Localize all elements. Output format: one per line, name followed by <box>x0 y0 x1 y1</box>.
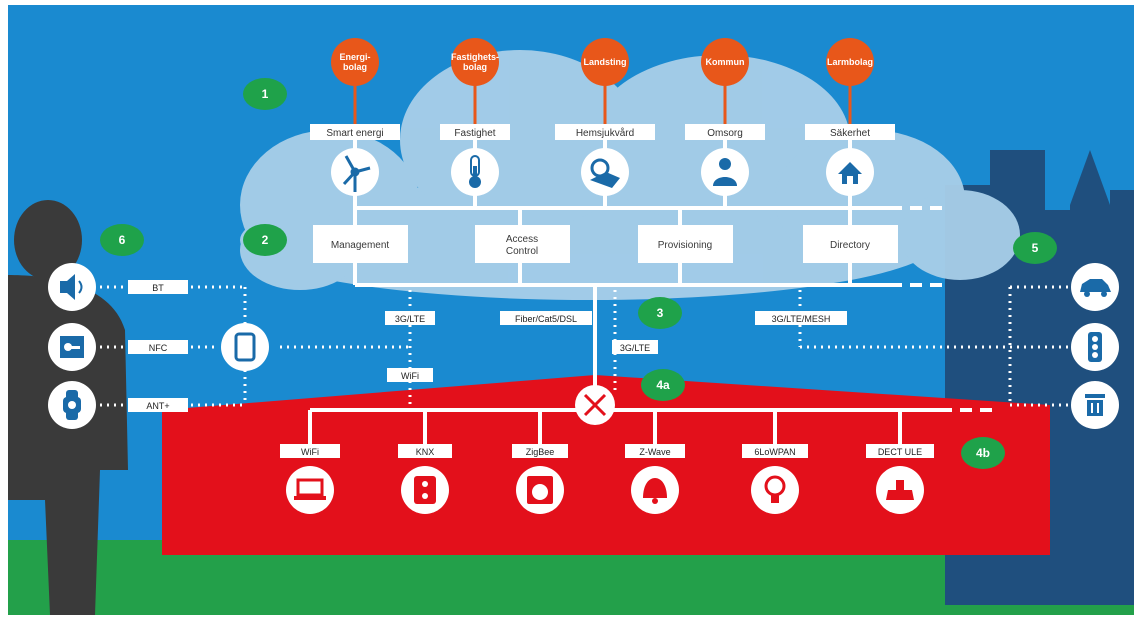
badge-4a-label: 4a <box>656 378 670 392</box>
badge-3 <box>638 297 682 329</box>
proto-dect-ule: DECT ULE <box>878 447 922 457</box>
proto-knx: KNX <box>416 447 435 457</box>
conn-label-nfc: NFC <box>149 343 168 353</box>
house-area <box>162 375 1050 555</box>
org-label: Energi- <box>339 52 370 62</box>
conn-label-bt: BT <box>152 283 164 293</box>
badge-6-label: 6 <box>119 233 126 247</box>
org-label: Kommun <box>706 57 745 67</box>
platform-label: Control <box>506 246 538 257</box>
step-badges: 1 2 3 4a 4b 5 6 <box>100 78 1057 469</box>
platform-label: Management <box>331 240 390 251</box>
proto-wifi: WiFi <box>301 447 319 457</box>
router-icon <box>575 385 615 425</box>
dashed-extensions <box>890 206 1000 412</box>
wind-turbine-icon <box>331 148 379 196</box>
proto-zwave: Z-Wave <box>639 447 670 457</box>
connection-labels: 3G/LTE Fiber/Cat5/DSL 3G/LTE 3G/LTE/MESH… <box>128 280 847 412</box>
badge-1 <box>243 78 287 110</box>
personal-devices <box>48 263 269 429</box>
platform-box-management <box>313 225 408 263</box>
smartwatch-icon <box>48 381 96 429</box>
city-devices <box>1071 263 1119 429</box>
stethoscope-icon <box>581 148 629 196</box>
org-fastighetsbolag: Fastighets- bolag <box>451 38 499 125</box>
org-label: bolag <box>343 62 367 72</box>
service-labels: Smart energi Fastighet Hemsjukvård Omsor… <box>310 124 895 140</box>
conn-label-3g-lte: 3G/LTE <box>395 314 425 324</box>
org-larmbolag: Larmbolag <box>826 38 874 125</box>
platform-box-access-control <box>475 225 570 263</box>
washing-machine-icon <box>516 466 564 514</box>
speaker-icon <box>48 263 96 311</box>
badge-4b <box>961 437 1005 469</box>
conn-label-3g-lte-2: 3G/LTE <box>620 343 650 353</box>
org-energibolag: Energi- bolag <box>331 38 379 125</box>
platform-label: Access <box>506 234 538 245</box>
platform-label: Directory <box>830 240 870 251</box>
car-icon <box>1071 263 1119 311</box>
badge-3-label: 3 <box>657 306 664 320</box>
alarm-bell-icon <box>631 466 679 514</box>
org-kommun: Kommun <box>701 38 749 125</box>
badge-5-label: 5 <box>1032 241 1039 255</box>
badge-4b-label: 4b <box>976 446 990 460</box>
platform-functions: Management Access Control Provisioning D… <box>313 225 898 263</box>
org-label: Fastighets- <box>451 52 499 62</box>
trash-bin-icon <box>1071 381 1119 429</box>
service-label-smart-energi: Smart energi <box>326 128 383 139</box>
platform-label: Provisioning <box>658 240 712 251</box>
platform-box-directory <box>803 225 898 263</box>
thermometer-icon <box>451 148 499 196</box>
badge-2 <box>243 224 287 256</box>
proto-6lowpan: 6LoWPAN <box>754 447 795 457</box>
service-label-hemsjukvard: Hemsjukvård <box>576 127 634 139</box>
org-label: Larmbolag <box>827 57 873 67</box>
badge-5 <box>1013 232 1057 264</box>
key-card-icon <box>48 323 96 371</box>
home-security-icon <box>826 148 874 196</box>
badge-2-label: 2 <box>262 233 269 247</box>
service-label-omsorg: Omsorg <box>707 128 743 139</box>
caregiver-icon <box>701 148 749 196</box>
conn-label-fiber: Fiber/Cat5/DSL <box>515 314 577 324</box>
conn-label-3g-lte-mesh: 3G/LTE/MESH <box>772 314 831 324</box>
org-landsting: Landsting <box>581 38 629 125</box>
conn-label-ant: ANT+ <box>146 401 169 411</box>
home-device-icons <box>286 466 924 514</box>
power-socket-icon <box>401 466 449 514</box>
light-bulb-icon <box>751 466 799 514</box>
conn-label-wifi: WiFi <box>401 371 419 381</box>
cordless-phone-icon <box>876 466 924 514</box>
service-icons <box>331 148 874 196</box>
proto-zigbee: ZigBee <box>526 447 555 457</box>
badge-4a <box>641 369 685 401</box>
service-label-sakerhet: Säkerhet <box>830 128 870 139</box>
organizations: Energi- bolag Fastighets- bolag Landstin… <box>331 38 874 125</box>
badge-6 <box>100 224 144 256</box>
org-label: Landsting <box>584 57 627 67</box>
org-label: bolag <box>463 62 487 72</box>
tablet-icon <box>221 323 269 371</box>
badge-1-label: 1 <box>262 87 269 101</box>
laptop-icon <box>286 466 334 514</box>
service-label-fastighet: Fastighet <box>454 128 495 139</box>
home-protocol-labels: WiFi KNX ZigBee Z-Wave 6LoWPAN DECT ULE <box>280 444 934 458</box>
traffic-light-icon <box>1071 323 1119 371</box>
platform-box-provisioning <box>638 225 733 263</box>
